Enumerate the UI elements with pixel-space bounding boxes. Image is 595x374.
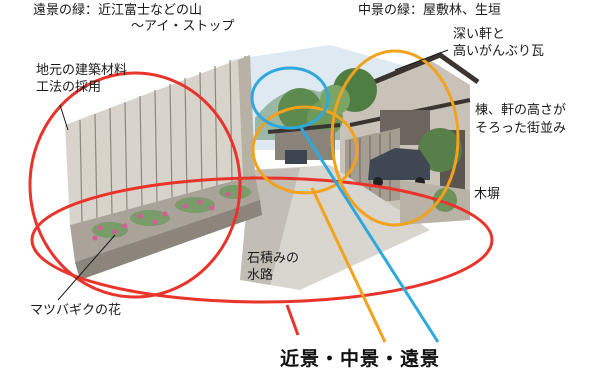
label-far-green: 遠景の緑：近江富士などの山 <box>33 3 203 18</box>
near-connector <box>285 304 300 336</box>
diagram-title: 近景・中景・遠景 <box>280 348 441 370</box>
label-far-green-2: ～アイ・ストップ <box>131 19 235 34</box>
label-local-materials-1: 地元の建築材料 <box>36 63 128 78</box>
mid-ring-center <box>251 105 359 195</box>
label-stone-waterway-1: 石積みの <box>247 251 300 266</box>
label-stone-waterway-2: 水路 <box>247 268 274 283</box>
mid-ring-right <box>330 49 460 227</box>
far-ring <box>250 66 330 130</box>
wooden-fence <box>65 55 255 225</box>
label-deep-eaves-1: 深い軒と <box>453 27 506 42</box>
leader-flower <box>57 234 116 301</box>
label-mid-green: 中景の緑：屋敷林、生垣 <box>358 3 502 18</box>
leader-deep-eaves <box>394 49 449 71</box>
label-deep-eaves-2: 高いがんぶり瓦 <box>453 44 545 59</box>
leader-local-materials <box>59 104 69 131</box>
label-ridge-height-2: そろった街並み <box>475 121 567 136</box>
near-ring-fence <box>28 71 242 299</box>
label-flower: マツバギクの花 <box>30 303 122 318</box>
label-local-materials-2: 工法の採用 <box>36 80 102 95</box>
stone-waterway <box>70 175 262 280</box>
label-ridge-height-1: 棟、軒の高さが <box>475 103 567 118</box>
mid-connector <box>310 187 387 343</box>
label-wooden-fence: 木塀 <box>474 187 501 202</box>
far-connector <box>298 125 440 343</box>
near-ring-ground <box>30 176 494 304</box>
